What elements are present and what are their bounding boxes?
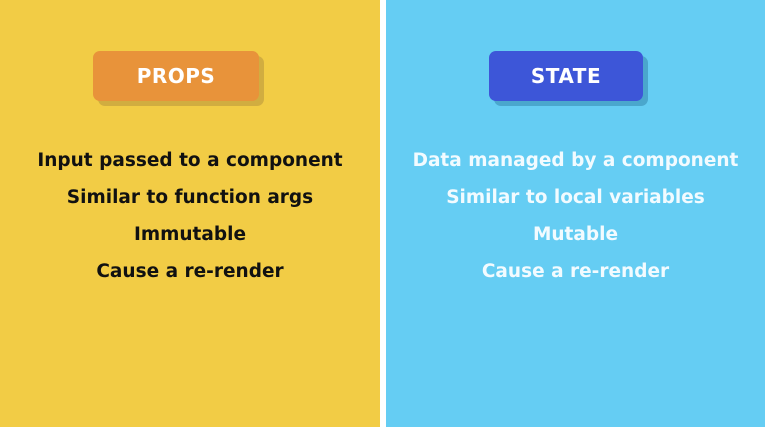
props-item-similar: Similar to function args (66, 187, 314, 208)
props-title-badge: PROPS (93, 51, 259, 101)
state-item-mutable: Mutable (532, 224, 619, 245)
state-item-rerender: Cause a re-render (481, 261, 670, 282)
props-item-rerender: Cause a re-render (96, 261, 284, 282)
state-item-similar: Similar to local variables (446, 187, 705, 208)
props-item-input: Input passed to a component (37, 150, 343, 171)
props-list: Input passed to a component Similar to f… (0, 142, 380, 290)
state-item-data: Data managed by a component (412, 150, 739, 171)
state-panel: STATE Data managed by a component Simila… (386, 0, 765, 427)
state-list: Data managed by a component Similar to l… (386, 142, 765, 290)
props-panel: PROPS Input passed to a component Simila… (0, 0, 380, 427)
props-item-immutable: Immutable (133, 224, 247, 245)
state-title-badge: STATE (489, 51, 643, 101)
